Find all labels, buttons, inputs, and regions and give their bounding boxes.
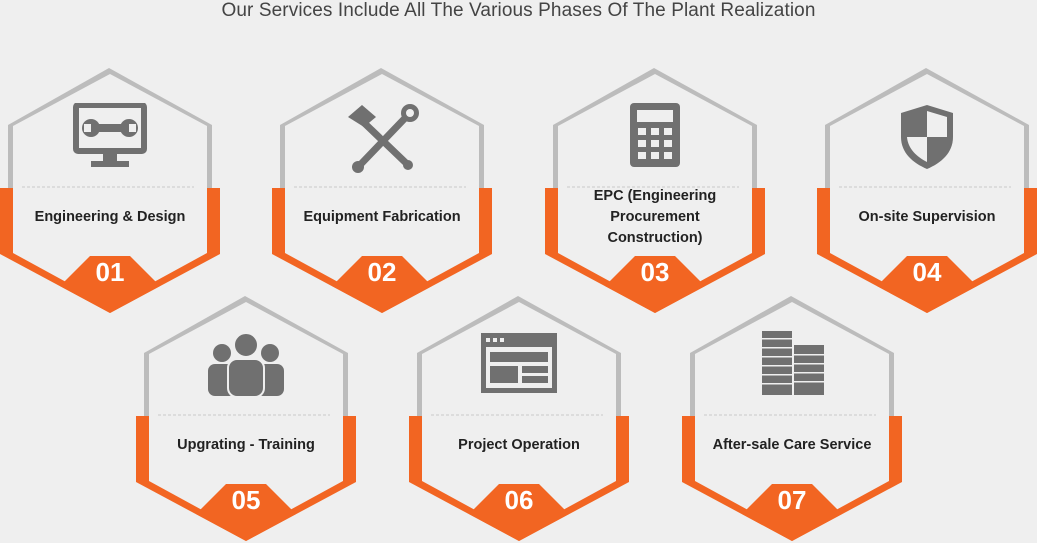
monitor-wrench-icon — [73, 103, 147, 167]
service-card-upgrating-training[interactable]: Upgrating - Training 05 — [136, 291, 356, 541]
service-label: On-site Supervision — [858, 208, 996, 225]
people-icon — [208, 332, 284, 398]
service-label: Project Operation — [458, 436, 580, 453]
hexagon-frame — [545, 68, 765, 313]
service-card-after-sale-care[interactable]: After-sale Care Service 07 — [682, 291, 902, 541]
service-number: 03 — [640, 257, 670, 287]
browser-window-icon — [481, 333, 557, 393]
service-label: Upgrating - Training — [177, 436, 315, 453]
service-number: 04 — [912, 257, 942, 287]
service-card-epc[interactable]: EPC (Engineering Procurement Constructio… — [545, 63, 765, 313]
shield-icon — [901, 105, 953, 169]
service-card-project-operation[interactable]: Project Operation 06 — [409, 291, 629, 541]
service-label: After-sale Care Service — [712, 436, 872, 453]
service-card-onsite-supervision[interactable]: On-site Supervision 04 — [817, 63, 1037, 313]
hexagon-frame — [0, 68, 220, 313]
service-label: EPC (Engineering Procurement Constructio… — [593, 187, 717, 246]
service-number: 07 — [777, 485, 807, 515]
calculator-icon — [630, 103, 680, 167]
hexagon-frame — [136, 296, 356, 541]
buildings-icon — [762, 331, 824, 395]
service-number: 05 — [231, 485, 261, 515]
page-title: Our Services Include All The Various Pha… — [221, 0, 816, 21]
service-label: Equipment Fabrication — [303, 208, 461, 225]
service-label: Engineering & Design — [34, 208, 186, 225]
tools-icon — [348, 104, 419, 173]
service-card-equipment-fabrication[interactable]: Equipment Fabrication 02 — [272, 63, 492, 313]
hexagon-frame — [272, 68, 492, 313]
service-number: 06 — [504, 485, 534, 515]
service-number: 01 — [95, 257, 125, 287]
service-card-engineering-design[interactable]: Engineering & Design 01 — [0, 63, 220, 313]
hexagon-frame — [409, 296, 629, 541]
service-number: 02 — [367, 257, 397, 287]
hexagon-frame — [817, 68, 1037, 313]
